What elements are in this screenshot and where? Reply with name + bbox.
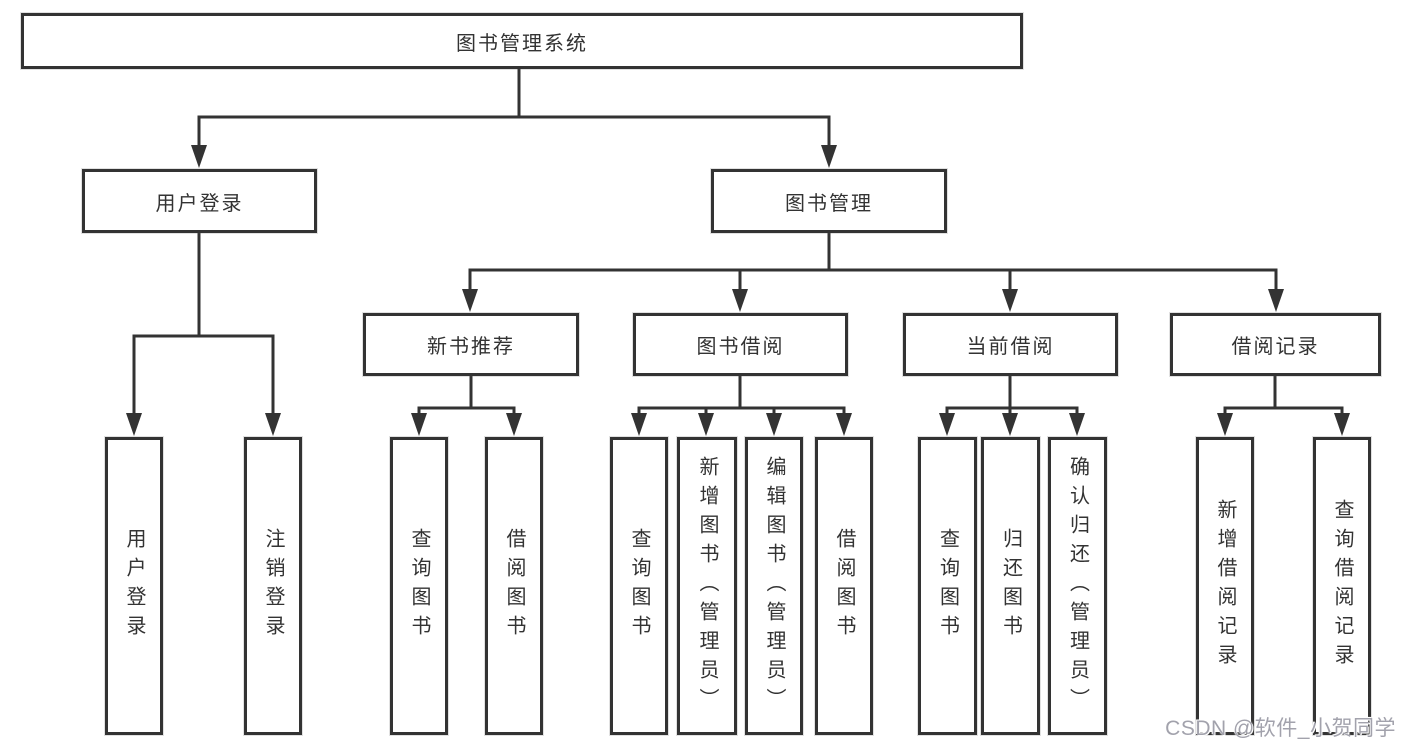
leaf-label: 借阅图书: [503, 528, 525, 644]
node-label: 图书借阅: [696, 336, 785, 358]
node-book-borrowing: 图书借阅: [633, 313, 848, 376]
node-label: 用户登录: [155, 192, 244, 215]
leaf-label: 新增借阅记录: [1214, 499, 1236, 673]
node-label: 当前借阅: [966, 336, 1055, 358]
leaf-label: 注销登录: [262, 528, 284, 644]
leaf-return-books: 归还图书: [981, 437, 1040, 735]
node-borrowing-records: 借阅记录: [1170, 313, 1381, 376]
leaf-label: 查询图书: [936, 528, 959, 644]
arrowheads: [126, 145, 1350, 436]
node-label: 图书管理: [785, 192, 873, 215]
node-current-borrowing: 当前借阅: [903, 313, 1118, 376]
node-label: 图书管理系统: [456, 32, 588, 55]
leaf-label: 查询图书: [628, 528, 650, 644]
leaf-label: 归还图书: [999, 528, 1022, 644]
leaf-borrowing-borrow-books: 借阅图书: [815, 437, 873, 735]
leaf-borrowing-query-books: 查询图书: [610, 437, 668, 735]
leaf-label: 查询借阅记录: [1331, 499, 1353, 673]
node-new-book-recommendation: 新书推荐: [363, 313, 579, 376]
leaf-recommend-borrow-books: 借阅图书: [485, 437, 543, 735]
leaf-edit-books-admin: 编辑图书（管理员）: [745, 437, 803, 735]
leaf-user-login: 用户登录: [105, 437, 163, 735]
leaf-label: 借阅图书: [833, 528, 855, 644]
leaf-label: 用户登录: [123, 528, 145, 644]
node-book-management: 图书管理: [711, 169, 947, 233]
leaf-add-books-admin: 新增图书（管理员）: [677, 437, 737, 735]
leaf-confirm-return-admin: 确认归还（管理员）: [1048, 437, 1107, 735]
leaf-label: 编辑图书（管理员）: [763, 455, 785, 717]
leaf-add-borrow-record: 新增借阅记录: [1196, 437, 1254, 735]
node-root: 图书管理系统: [21, 13, 1023, 69]
node-user-login: 用户登录: [82, 169, 317, 233]
csdn-watermark: CSDN @软件_小贺同学: [1165, 717, 1396, 740]
node-label: 新书推荐: [427, 336, 515, 358]
leaf-recommend-query-books: 查询图书: [390, 437, 448, 735]
leaf-label: 查询图书: [408, 528, 430, 644]
leaf-query-borrow-record: 查询借阅记录: [1313, 437, 1371, 735]
node-label: 借阅记录: [1231, 336, 1320, 358]
leaf-label: 确认归还（管理员）: [1066, 455, 1089, 717]
leaf-current-query-books: 查询图书: [918, 437, 977, 735]
leaf-label: 新增图书（管理员）: [696, 455, 718, 717]
leaf-logout: 注销登录: [244, 437, 302, 735]
